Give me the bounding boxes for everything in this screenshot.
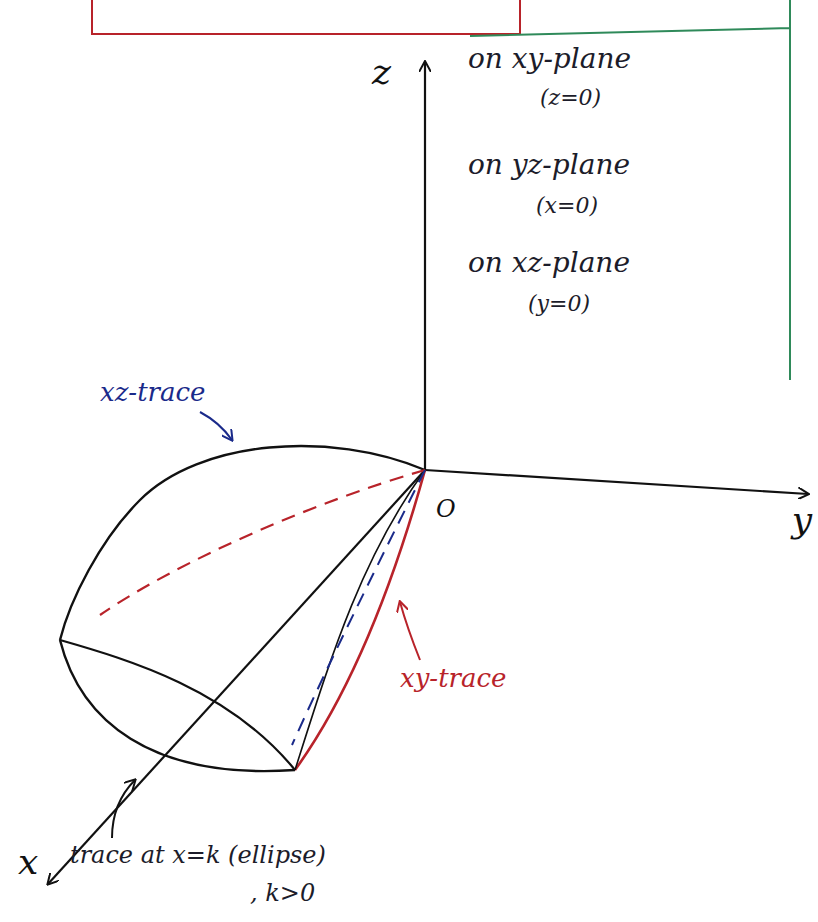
ellipse-trace — [60, 640, 295, 770]
axis-name: x — [18, 842, 38, 882]
leader-line — [200, 412, 232, 440]
leader-line — [112, 780, 135, 838]
xy-trace-curve — [295, 470, 425, 770]
origin-label: O — [436, 496, 456, 522]
hidden-trace — [292, 470, 425, 745]
frame-remnant — [92, 0, 520, 34]
trace-label: trace at x=k (ellipse) — [70, 842, 326, 868]
axis-name: z — [372, 52, 391, 92]
plane-note: (y=0) — [528, 292, 590, 316]
plane-note: on xy-plane — [468, 44, 631, 75]
plane-note: (z=0) — [540, 86, 601, 110]
x-axis — [48, 470, 425, 884]
y-axis — [425, 470, 808, 494]
surface-edge — [295, 470, 425, 770]
plane-note: (x=0) — [536, 194, 598, 218]
leader-line — [400, 602, 420, 660]
ellipse-trace — [60, 640, 295, 771]
trace-label: xy-trace — [400, 664, 506, 693]
hidden-trace — [100, 470, 425, 615]
trace-label: xz-trace — [100, 378, 205, 407]
xz-trace-curve — [60, 446, 425, 640]
plane-note: on yz-plane — [468, 150, 630, 181]
axis-name: y — [792, 500, 812, 540]
z-axis — [424, 62, 426, 470]
trace-label: , k>0 — [250, 880, 315, 906]
plane-note: on xz-plane — [468, 248, 630, 279]
